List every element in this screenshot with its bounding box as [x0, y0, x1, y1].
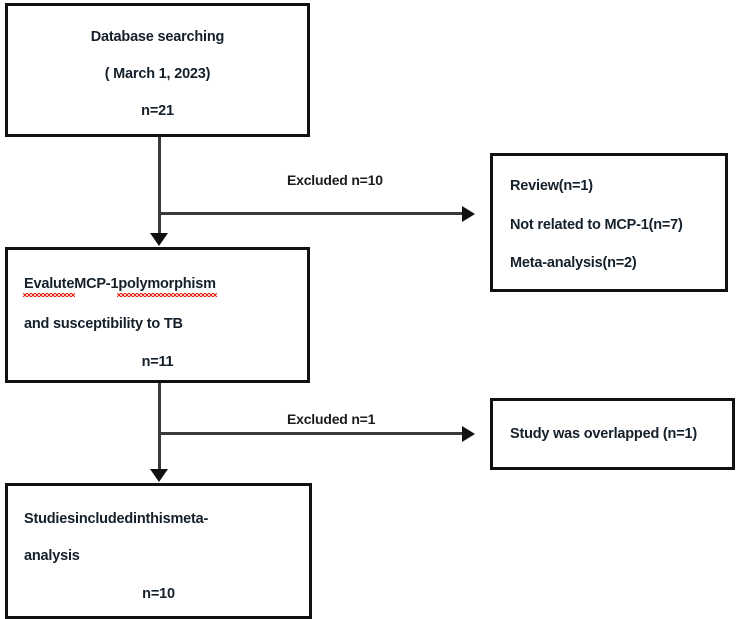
connector-branch-horizontal-1 [158, 212, 463, 215]
eligibility-word-polymorphism: polymorphism [117, 276, 217, 297]
included-word-in: in [133, 511, 146, 527]
connector-vertical-2 [158, 383, 161, 471]
eligibility-word-mcp1: MCP-1 [74, 276, 119, 292]
node-database-searching: Database searching ( March 1, 2023) n=21 [5, 3, 310, 137]
database-searching-line-2: ( March 1, 2023) [104, 66, 211, 82]
node-study-overlapped: Study was overlapped (n=1) [490, 398, 735, 470]
included-line-2: analysis [24, 548, 80, 564]
connector-arrowhead-down-1 [150, 233, 168, 246]
database-searching-line-3: n=21 [141, 103, 174, 119]
edge-label-excluded-second: Excluded n=1 [287, 411, 376, 427]
study-overlapped-line-1: Study was overlapped (n=1) [510, 426, 697, 442]
included-word-studies: Studies [24, 511, 75, 527]
included-line-3: n=10 [142, 586, 175, 602]
edge-label-excluded-first: Excluded n=10 [287, 172, 383, 188]
included-word-this: this [145, 511, 171, 527]
included-word-included: included [74, 511, 133, 527]
connector-arrowhead-right-1 [462, 206, 475, 222]
connector-arrowhead-down-2 [150, 469, 168, 482]
eligibility-word-evalute: Evalute [22, 276, 76, 297]
database-searching-line-1: Database searching [90, 29, 225, 45]
eligibility-line-3: n=11 [141, 354, 174, 370]
eligibility-line-1: EvaluteMCP-1polymorphism [22, 276, 291, 297]
connector-branch-horizontal-2 [158, 432, 463, 435]
included-line-1: Studiesincludedinthismeta- [24, 511, 293, 527]
excluded-reasons-line-2: Not related to MCP-1(n=7) [510, 217, 683, 233]
node-studies-included: Studiesincludedinthismeta- analysis n=10 [5, 483, 312, 619]
connector-arrowhead-right-2 [462, 426, 475, 442]
included-word-meta: meta- [170, 511, 209, 527]
excluded-reasons-line-3: Meta-analysis(n=2) [510, 255, 637, 271]
connector-vertical-1 [158, 137, 161, 235]
node-eligibility-evaluation: EvaluteMCP-1polymorphism and susceptibil… [5, 247, 310, 383]
excluded-reasons-line-1: Review(n=1) [510, 178, 593, 194]
node-excluded-reasons: Review(n=1) Not related to MCP-1(n=7) Me… [490, 153, 728, 292]
eligibility-line-2: and susceptibility to TB [24, 316, 183, 332]
